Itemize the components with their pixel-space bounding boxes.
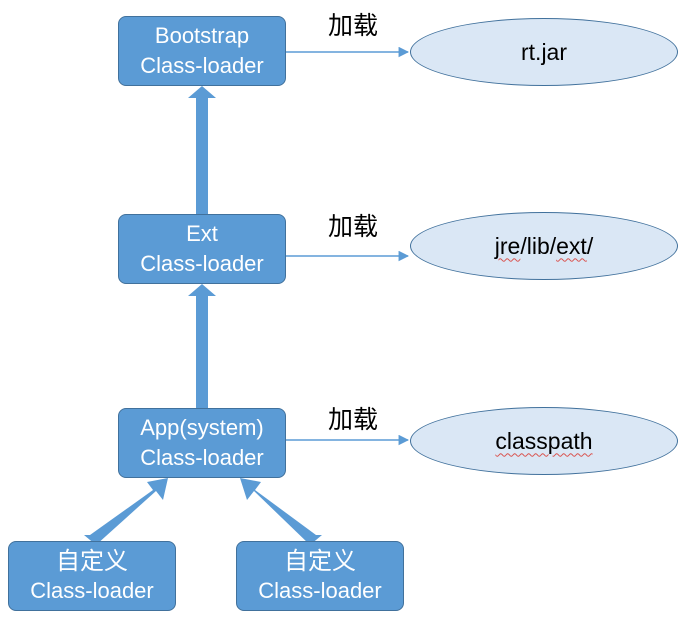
classpath-label: classpath bbox=[495, 427, 593, 454]
ext-segment: ext bbox=[556, 232, 587, 259]
classpath-ellipse: classpath bbox=[410, 407, 678, 475]
arrow-app-to-ext bbox=[188, 284, 216, 408]
jre-segment: jre bbox=[494, 232, 521, 259]
lib-segment: /lib/ bbox=[520, 232, 557, 259]
custom-class-loader-box-left: 自定义 Class-loader bbox=[8, 541, 176, 611]
custom-right-subtitle: Class-loader bbox=[258, 578, 382, 603]
rt-jar-label: rt.jar bbox=[521, 38, 567, 65]
custom-class-loader-box-right: 自定义 Class-loader bbox=[236, 541, 404, 611]
bootstrap-subtitle: Class-loader bbox=[140, 53, 264, 78]
custom-left-subtitle: Class-loader bbox=[30, 578, 154, 603]
ext-subtitle: Class-loader bbox=[140, 251, 264, 276]
ext-class-loader-box: Ext Class-loader bbox=[118, 214, 286, 284]
load-label-bootstrap: 加载 bbox=[328, 11, 379, 40]
arrow-ext-to-bootstrap bbox=[188, 86, 216, 214]
ext-title: Ext bbox=[186, 221, 218, 246]
load-label-ext: 加载 bbox=[328, 212, 379, 241]
custom-left-title: 自定义 bbox=[56, 547, 128, 575]
bootstrap-title: Bootstrap bbox=[154, 23, 250, 48]
jre-lib-ext-ellipse: jre/lib/ext/ bbox=[410, 212, 678, 280]
app-subtitle: Class-loader bbox=[140, 445, 264, 470]
arrow-custom-right-to-app bbox=[240, 478, 322, 545]
slash-segment: / bbox=[586, 232, 594, 259]
bootstrap-class-loader-box: Bootstrap Class-loader bbox=[118, 16, 286, 86]
jre-lib-ext-label: jre/lib/ext/ bbox=[495, 233, 593, 260]
rt-jar-ellipse: rt.jar bbox=[410, 18, 678, 86]
app-class-loader-box: App(system) Class-loader bbox=[118, 408, 286, 478]
custom-right-title: 自定义 bbox=[284, 547, 356, 575]
load-label-app: 加载 bbox=[328, 405, 379, 434]
arrow-custom-left-to-app bbox=[84, 478, 168, 545]
app-title: App(system) bbox=[140, 415, 264, 440]
